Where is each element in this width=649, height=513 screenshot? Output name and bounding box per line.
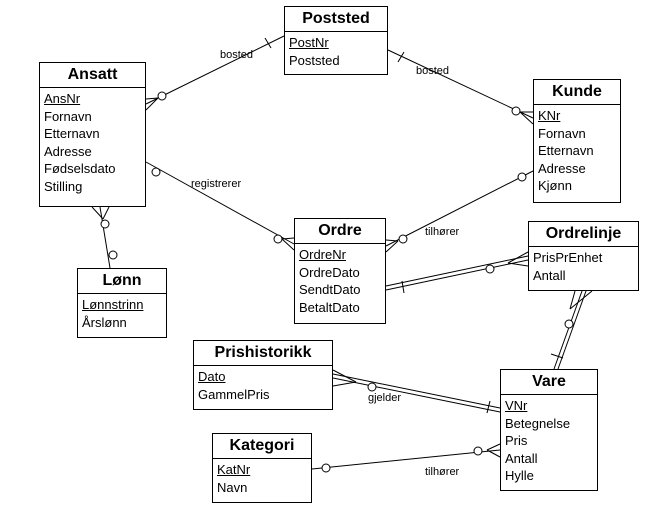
attribute-vare-2: Pris (505, 433, 528, 448)
entity-title: Lønn (78, 269, 166, 294)
entity-title: Ansatt (40, 63, 145, 88)
attribute-ansatt-3: Adresse (44, 143, 92, 159)
attribute-lonn-0: Lønnstrinn (82, 297, 144, 312)
entity-title: Kunde (534, 80, 620, 105)
rel-ordrelinje-vare (550, 290, 593, 370)
attribute-poststed-0: PostNr (289, 35, 329, 50)
entity-title: Kategori (213, 434, 311, 459)
label-kunde-poststed: bosted (416, 65, 449, 77)
attribute-ordre-2: SendtDato (299, 282, 361, 297)
entity-title: Prishistorikk (194, 341, 332, 366)
attribute-ansatt-4: Fødselsdato (44, 161, 116, 176)
attribute-ordrelinje-0: PrisPrEnhet (533, 250, 603, 265)
attribute-ansatt-0: AnsNr (44, 91, 81, 106)
attribute-vare-4: Hylle (505, 468, 534, 483)
label-ansatt-ordre: registrerer (191, 178, 241, 190)
attribute-kunde-4: Kjønn (538, 178, 572, 193)
attribute-kunde-2: Etternavn (538, 143, 594, 158)
rel-kunde-ordre (385, 170, 534, 253)
rel-prishistorikk-vare (332, 369, 501, 414)
attribute-lonn-1: Årslønn (82, 314, 127, 330)
entity-title: Ordre (295, 219, 385, 244)
rel-kunde-poststed (387, 49, 534, 125)
label-prishistorikk-vare: gjelder (368, 392, 401, 404)
label-kunde-ordre: tilhører (425, 226, 460, 238)
attribute-kunde-3: Adresse (538, 160, 586, 176)
attribute-vare-3: Antall (505, 450, 538, 466)
attribute-kategori-1: Navn (217, 479, 248, 495)
attribute-ansatt-2: Etternavn (44, 126, 100, 141)
attribute-vare-1: Betegnelse (505, 415, 571, 431)
rel-ansatt-ordre (145, 161, 295, 251)
attribute-ordre-3: BetaltDato (299, 299, 360, 315)
attribute-ordre-1: OrdreDato (299, 264, 360, 280)
entity-title: Vare (501, 370, 597, 395)
attribute-ordre-0: OrdreNr (299, 247, 346, 262)
entity-title: Poststed (285, 7, 387, 32)
attribute-ansatt-5: Stilling (44, 178, 83, 194)
attribute-poststed-1: Poststed (289, 52, 340, 68)
attribute-ordrelinje-1: Antall (533, 267, 566, 283)
rel-ansatt-lonn (91, 206, 118, 269)
rel-kategori-vare (311, 443, 501, 473)
attribute-kunde-0: KNr (538, 108, 561, 123)
attribute-prishistorikk-0: Dato (198, 369, 226, 384)
attribute-kunde-1: Fornavn (538, 125, 586, 141)
attribute-kategori-0: KatNr (217, 462, 251, 477)
label-ansatt-poststed: bosted (220, 49, 253, 61)
entity-title: Ordrelinje (529, 222, 638, 247)
label-kategori-vare: tilhører (425, 466, 460, 478)
attribute-vare-0: VNr (505, 398, 528, 413)
attribute-ansatt-1: Fornavn (44, 108, 92, 124)
rel-ansatt-poststed (145, 35, 285, 111)
attribute-prishistorikk-1: GammelPris (198, 386, 270, 402)
rel-ordre-ordrelinje (385, 251, 529, 294)
